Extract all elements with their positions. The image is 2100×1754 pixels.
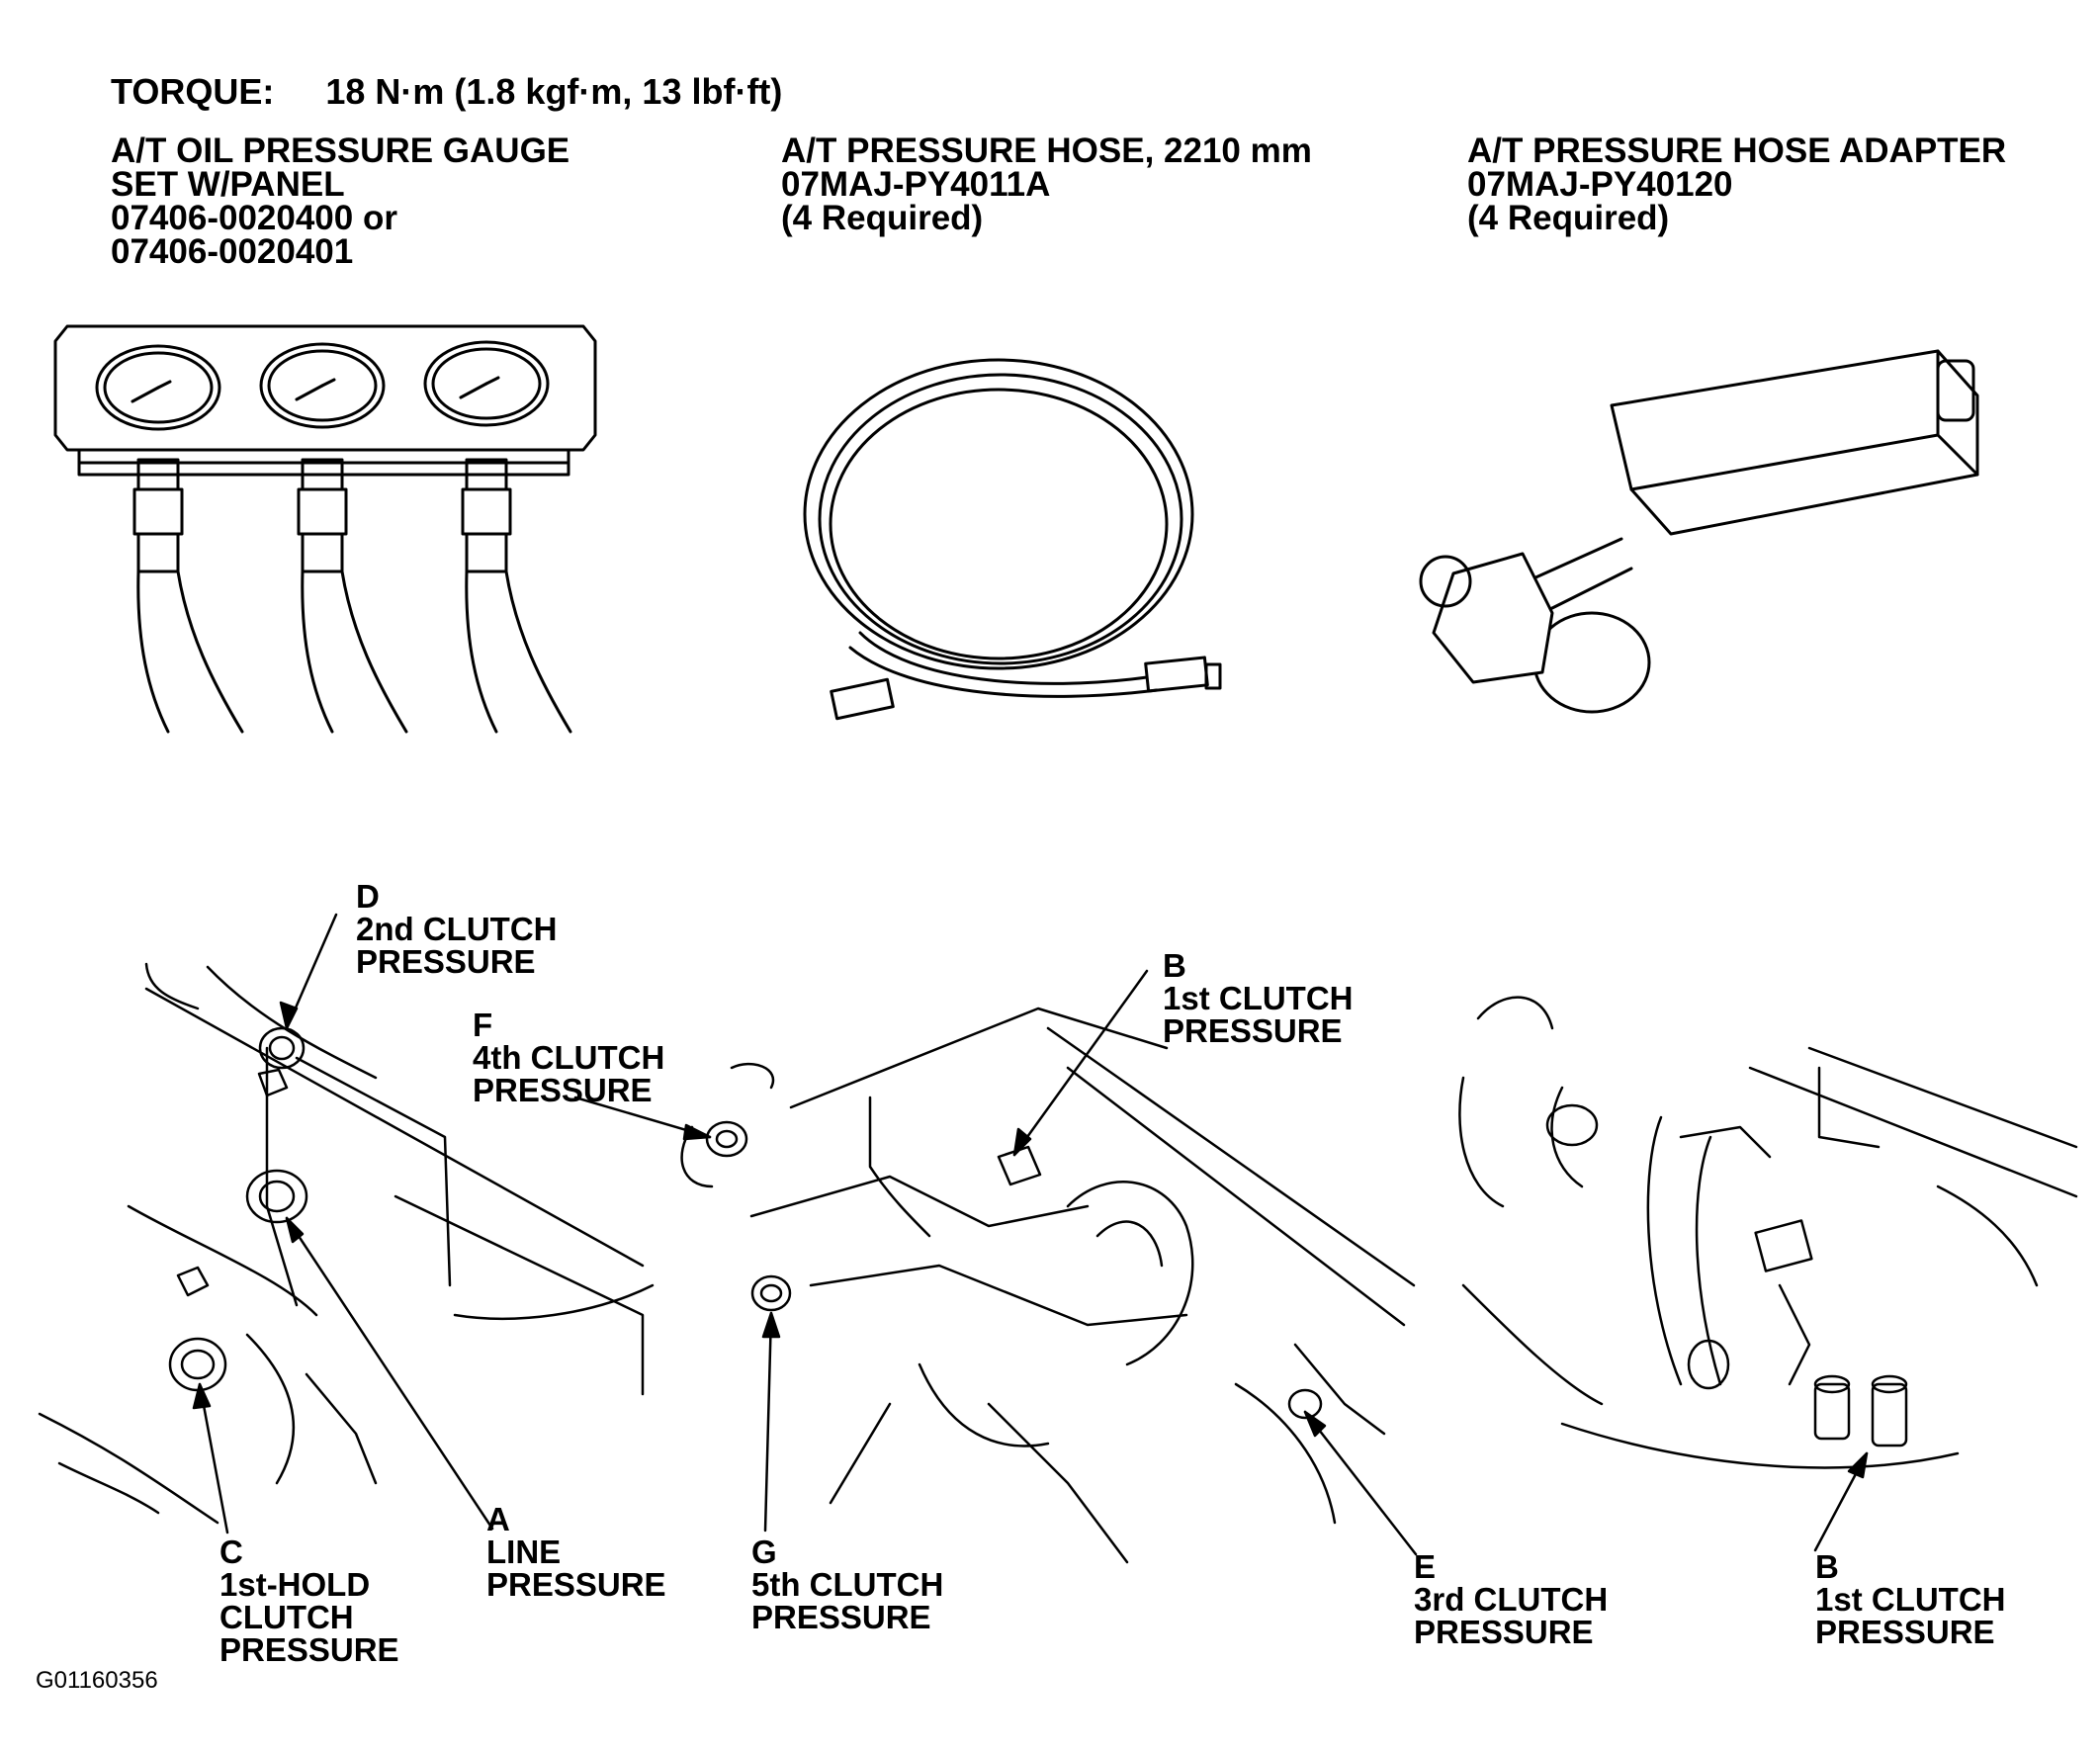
callout-a: A LINE PRESSURE: [486, 1503, 666, 1601]
callout-f: F 4th CLUTCH PRESSURE: [473, 1009, 664, 1106]
callout-letter: B: [1815, 1548, 1839, 1585]
torque-label: TORQUE:: [111, 71, 275, 112]
callout-line: CLUTCH: [219, 1599, 354, 1635]
arrowhead: [1847, 1451, 1869, 1479]
leader-g: [763, 1311, 773, 1533]
callout-line: 2nd CLUTCH: [356, 911, 558, 947]
leader-b-top: [1012, 969, 1149, 1157]
callout-letter: A: [486, 1501, 510, 1537]
tool-line: (4 Required): [781, 199, 984, 237]
tool-label-pressure-hose: A/T PRESSURE HOSE, 2210 mm 07MAJ-PY4011A…: [781, 132, 1312, 237]
torque-spec: TORQUE: 18 N·m (1.8 kgf·m, 13 lbf·ft): [111, 71, 782, 113]
transmission-right-view: [1458, 996, 2078, 1469]
gauge-set-illustration: [53, 324, 597, 734]
callout-line: 1st-HOLD: [219, 1566, 371, 1603]
tool-line: 07MAJ-PY4011A: [781, 165, 1051, 204]
tool-line: 07406-0020401: [111, 232, 354, 271]
callout-line: 5th CLUTCH: [751, 1566, 944, 1603]
callout-line: LINE: [486, 1534, 562, 1570]
callout-letter: G: [751, 1534, 777, 1570]
gauge-icon: [95, 344, 221, 431]
tool-line: A/T PRESSURE HOSE, 2210 mm: [781, 132, 1312, 170]
callout-line: PRESSURE: [1815, 1614, 1995, 1650]
callout-line: PRESSURE: [219, 1631, 399, 1668]
callout-line: PRESSURE: [751, 1599, 931, 1635]
callout-line: PRESSURE: [486, 1566, 666, 1603]
gauge-icon: [259, 342, 386, 429]
callout-e: E 3rd CLUTCH PRESSURE: [1414, 1550, 1608, 1648]
callout-letter: B: [1163, 947, 1186, 984]
callout-letter: D: [356, 878, 380, 915]
callout-line: PRESSURE: [473, 1072, 653, 1108]
callout-g: G 5th CLUTCH PRESSURE: [751, 1535, 943, 1633]
tool-line: A/T PRESSURE HOSE ADAPTER: [1467, 132, 2007, 170]
callout-d: D 2nd CLUTCH PRESSURE: [356, 880, 557, 978]
tool-line: 07MAJ-PY40120: [1467, 165, 1733, 204]
arrowhead: [682, 1123, 712, 1141]
callout-letter: C: [219, 1534, 243, 1570]
tool-line: A/T OIL PRESSURE GAUGE: [111, 132, 570, 170]
arrowhead: [1012, 1127, 1032, 1157]
gauge-icon: [423, 340, 550, 427]
tool-label-gauge-set: A/T OIL PRESSURE GAUGE SET W/PANEL 07406…: [111, 132, 570, 271]
hose-adapter-illustration: [1419, 349, 1979, 714]
callout-c: C 1st-HOLD CLUTCH PRESSURE: [219, 1535, 399, 1666]
callout-leaders: [192, 913, 1869, 1556]
transmission-middle-view: [680, 1007, 1416, 1564]
figure-id: G01160356: [36, 1667, 158, 1694]
callout-line: 1st CLUTCH: [1815, 1581, 2006, 1618]
callout-line: 3rd CLUTCH: [1414, 1581, 1609, 1618]
callout-letter: E: [1414, 1548, 1437, 1585]
arrowhead: [192, 1382, 212, 1410]
callout-line: 4th CLUTCH: [473, 1039, 665, 1076]
callout-letter: F: [473, 1007, 493, 1043]
arrowhead: [1303, 1410, 1327, 1438]
arrowhead: [761, 1311, 781, 1339]
transmission-left-view: [38, 962, 655, 1525]
tool-line: 07406-0020400 or: [111, 199, 397, 237]
tool-label-hose-adapter: A/T PRESSURE HOSE ADAPTER 07MAJ-PY40120 …: [1467, 132, 2007, 237]
callout-line: PRESSURE: [356, 943, 536, 980]
arrowhead: [285, 1216, 305, 1244]
torque-value: 18 N·m (1.8 kgf·m, 13 lbf·ft): [325, 71, 783, 112]
callout-line: 1st CLUTCH: [1163, 980, 1354, 1016]
leader-c: [198, 1382, 229, 1535]
tool-line: (4 Required): [1467, 199, 1670, 237]
leader-a: [285, 1216, 494, 1531]
callout-b-top: B 1st CLUTCH PRESSURE: [1163, 949, 1354, 1047]
leader-e: [1303, 1410, 1418, 1556]
callout-line: PRESSURE: [1414, 1614, 1594, 1650]
arrowhead: [279, 1001, 299, 1030]
pressure-hose-illustration: [803, 358, 1222, 721]
tool-line: SET W/PANEL: [111, 165, 345, 204]
callout-line: PRESSURE: [1163, 1012, 1343, 1049]
callout-b-bottom: B 1st CLUTCH PRESSURE: [1815, 1550, 2006, 1648]
